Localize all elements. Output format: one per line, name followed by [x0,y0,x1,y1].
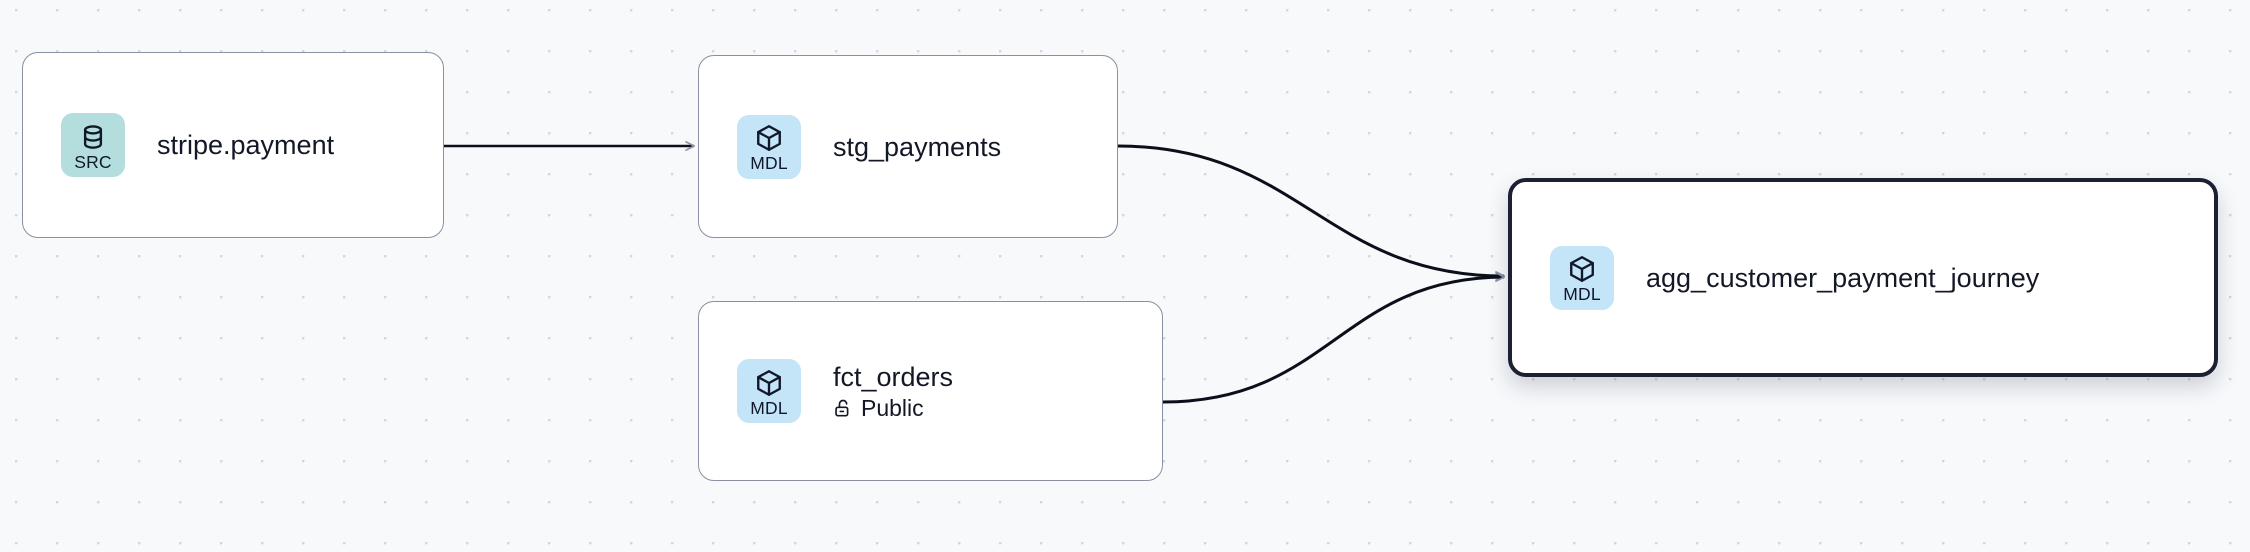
node-text-block: agg_customer_payment_journey [1646,262,2039,294]
cube-icon [754,368,784,398]
node-kind-label: MDL [1563,284,1601,304]
graph-node-agg-customer-payment-journey[interactable]: MDL agg_customer_payment_journey [1508,178,2218,377]
cube-icon [754,123,784,153]
node-title: agg_customer_payment_journey [1646,262,2040,293]
node-visibility-label: Public [861,394,924,421]
node-text-block: stripe.payment [157,129,334,161]
unlock-icon [833,398,854,419]
graph-node-stripe-payment[interactable]: SRC stripe.payment [22,52,444,238]
graph-node-stg-payments[interactable]: MDL stg_payments [698,55,1118,238]
node-kind-badge-src: SRC [61,113,125,177]
graph-node-fct-orders[interactable]: MDL fct_orders Public [698,301,1163,481]
node-title: stripe.payment [157,130,335,160]
edge-staging-to-agg [1117,144,1505,281]
node-kind-label: MDL [750,153,788,173]
node-kind-badge-mdl: MDL [737,359,801,423]
node-kind-label: SRC [74,151,112,172]
node-kind-badge-mdl: MDL [737,114,801,179]
node-kind-label: MDL [750,397,788,418]
node-title: stg_payments [833,131,1002,162]
node-kind-badge-mdl: MDL [1550,245,1614,310]
node-text-block: fct_orders Public [833,361,953,422]
database-icon [78,122,108,152]
edge-fct-to-agg [1162,272,1505,404]
node-text-block: stg_payments [833,131,1001,163]
cube-icon [1567,254,1597,284]
node-title: fct_orders [833,361,954,392]
node-visibility: Public [833,395,953,422]
